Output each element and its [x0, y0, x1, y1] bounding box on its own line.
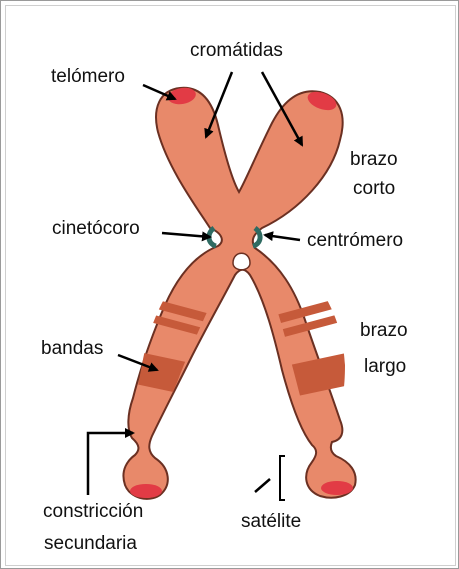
- satelite-bracket: [280, 456, 285, 500]
- label-cromatidas: cromátidas: [190, 40, 283, 61]
- telomere-bottom-left: [130, 484, 162, 498]
- label-constriccion-1: constricción: [43, 501, 143, 522]
- label-telomero: telómero: [51, 66, 125, 87]
- telomere-bottom-right: [321, 481, 353, 495]
- label-satelite: satélite: [241, 511, 301, 532]
- label-centromero: centrómero: [307, 230, 403, 251]
- centromere-hole: [233, 253, 250, 270]
- label-brazo-largo-2: largo: [364, 356, 406, 377]
- label-bandas: bandas: [41, 338, 103, 359]
- chromosome-body: [123, 88, 355, 499]
- arrow-centromero: [265, 235, 300, 240]
- chromosome-outline: [123, 88, 355, 499]
- label-brazo-corto-2: corto: [353, 178, 395, 199]
- label-constriccion-2: secundaria: [44, 533, 137, 554]
- label-brazo-largo-1: brazo: [360, 320, 408, 341]
- label-cinetocoro: cinetócoro: [52, 218, 140, 239]
- pointer-satelite: [255, 479, 270, 492]
- label-brazo-corto-1: brazo: [350, 149, 398, 170]
- arrow-cinetocoro: [162, 233, 210, 237]
